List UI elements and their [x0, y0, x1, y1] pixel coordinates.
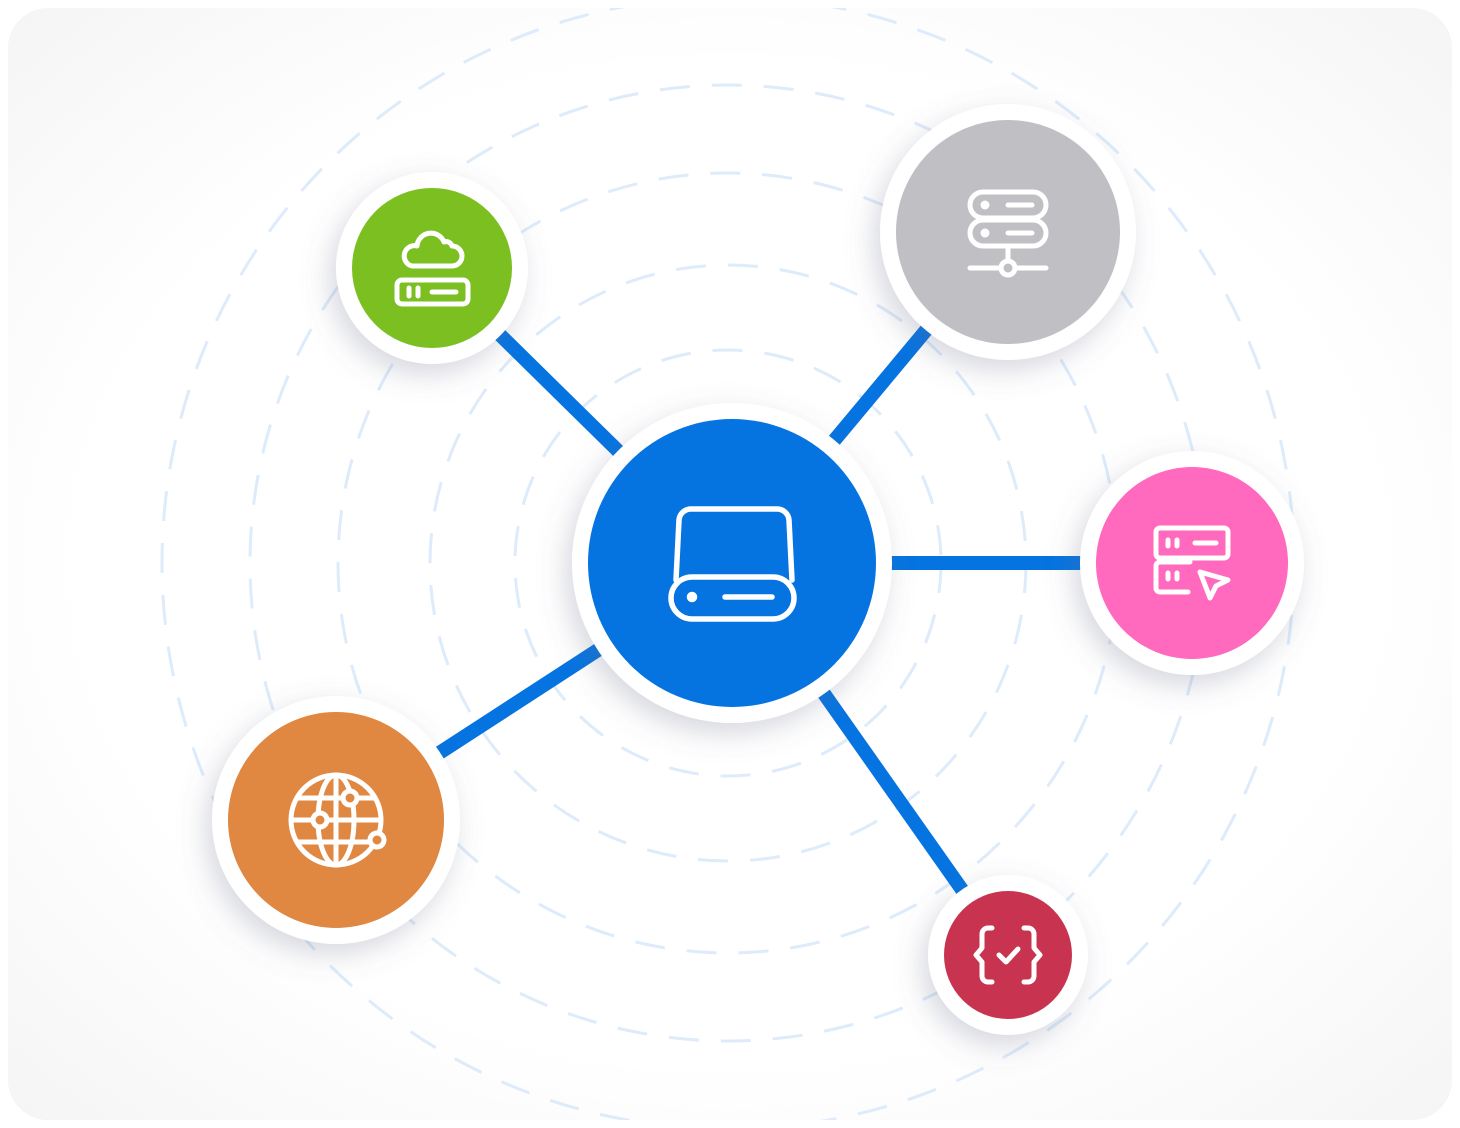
node-cloud-server[interactable] — [336, 172, 528, 364]
code-check-icon — [973, 925, 1043, 985]
server-cursor-icon — [1153, 525, 1231, 601]
server-network-icon — [967, 189, 1049, 278]
node-center-drive[interactable] — [572, 403, 892, 723]
node-globe-network[interactable] — [212, 696, 460, 944]
node-server-cursor[interactable] — [1080, 451, 1304, 675]
globe-network-icon — [288, 772, 387, 868]
hard-drive-icon — [668, 506, 797, 622]
cloud-server-icon — [394, 230, 471, 307]
node-code-check[interactable] — [928, 875, 1088, 1035]
node-server-rack[interactable] — [880, 104, 1136, 360]
